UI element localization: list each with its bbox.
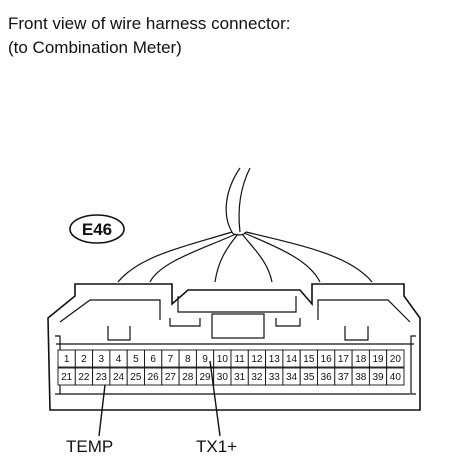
title-line-2: (to Combination Meter) [8,38,182,57]
pin-number: 14 [286,354,298,365]
wire-harness [117,167,373,283]
title-line-1: Front view of wire harness connector: [8,14,291,33]
pin-number: 5 [133,354,139,365]
pin-number: 19 [372,354,384,365]
pin-number: 28 [182,372,194,383]
pin-number: 3 [98,354,104,365]
pin-number: 34 [286,372,298,383]
pin-number: 38 [355,372,367,383]
pin-number: 6 [150,354,156,365]
pin-number: 35 [303,372,315,383]
pin-number: 37 [338,372,350,383]
pin-number: 22 [78,372,90,383]
pin-number: 40 [390,372,402,383]
pin-number: 30 [217,372,229,383]
diagram-title: Front view of wire harness connector: (t… [8,12,291,60]
pin-number: 15 [303,354,315,365]
pin-number: 33 [269,372,281,383]
pin-cell [386,367,405,386]
connector-code: E46 [82,220,112,239]
pin-number: 17 [338,354,350,365]
pin-number: 12 [251,354,263,365]
pin-number: 39 [372,372,384,383]
tx1-plus-label: TX1+ [196,437,237,456]
pin-number: 4 [116,354,122,365]
pin-number: 2 [81,354,87,365]
temp-leader-line [98,384,106,437]
pin-number: 23 [96,372,108,383]
pin-number: 26 [148,372,160,383]
temp-label: TEMP [66,437,113,456]
pin-number: 16 [321,354,333,365]
pin-number: 9 [202,354,208,365]
tx1-leader-line [209,360,221,437]
pin-number: 13 [269,354,281,365]
pin-number: 24 [113,372,125,383]
pin-number: 11 [234,354,245,365]
pin-number: 20 [390,354,402,365]
callout-leaders [98,360,221,437]
pin-number: 18 [355,354,367,365]
pin-number: 29 [199,372,211,383]
pin-number: 25 [130,372,142,383]
pin-number: 8 [185,354,191,365]
pin-number: 1 [64,354,70,365]
pin-number: 27 [165,372,177,383]
pin-number: 32 [251,372,263,383]
pin-number: 7 [168,354,174,365]
pin-cell [386,349,405,368]
connector-code-badge: E46 [69,214,125,244]
pin-number: 21 [61,372,73,383]
pin-number: 10 [217,354,229,365]
pin-number: 31 [234,372,246,383]
pin-number: 36 [321,372,333,383]
